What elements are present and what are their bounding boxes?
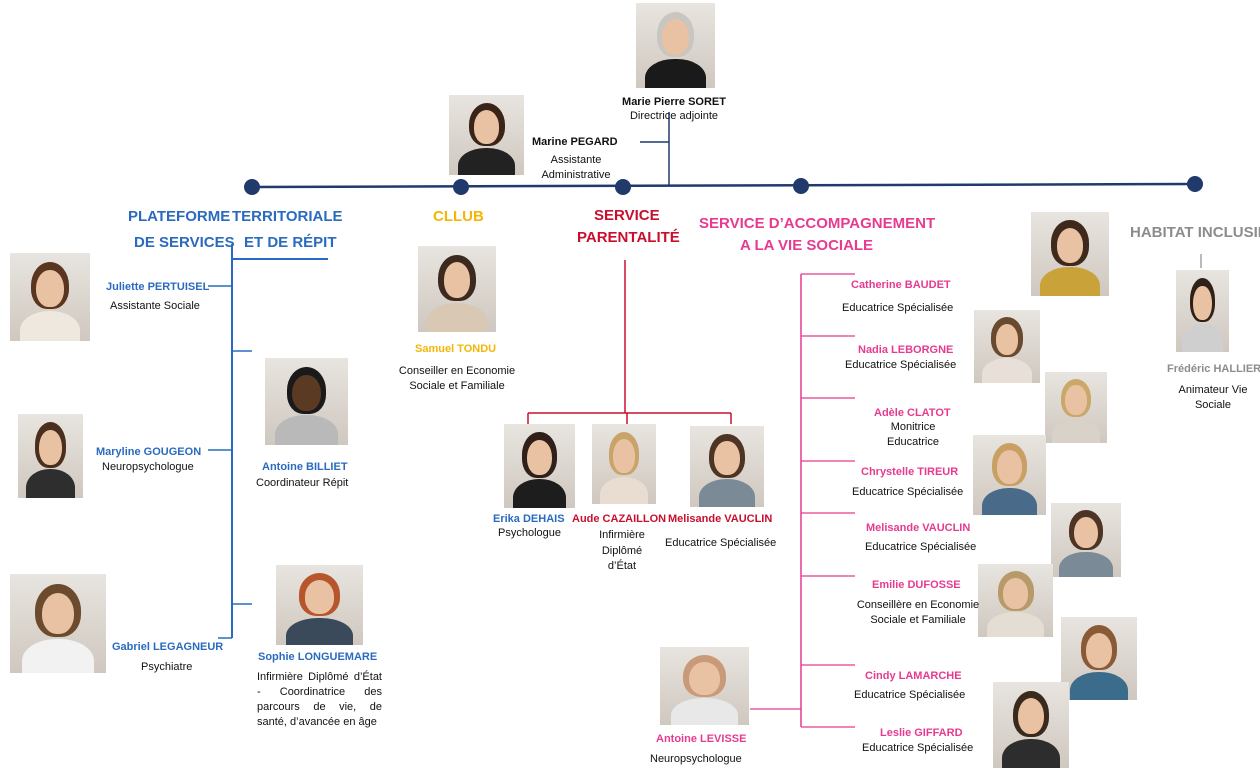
person-name-clatot: Adèle CLATOT xyxy=(874,407,951,419)
node-parentalite xyxy=(615,179,631,195)
heading-savs-2: A LA VIE SOCIALE xyxy=(740,237,874,254)
person-name-tireur: Chrystelle TIREUR xyxy=(861,466,959,478)
person-role-longuemare: Infirmière Diplômé d’État - Coordinatric… xyxy=(257,671,382,728)
person-photo-longuemare xyxy=(276,565,363,645)
person-photo-leborgne xyxy=(974,310,1040,383)
person-photo-clatot xyxy=(1045,372,1107,443)
person-role-clatot-1: Monitrice xyxy=(890,421,936,433)
heading-plateforme-2b: ET DE RÉPIT xyxy=(244,234,337,251)
person-role-vauclin-parentalite: Educatrice Spécialisée xyxy=(665,537,777,549)
person-name-cazaillon: Aude CAZAILLON xyxy=(572,513,667,525)
person-role-levisse: Neuropsychologue xyxy=(650,753,742,765)
person-role-dufosse-1: Conseillère en Economie xyxy=(856,599,980,611)
director-role: Directrice adjointe xyxy=(629,110,719,122)
person-role-giffard: Educatrice Spécialisée xyxy=(862,742,974,754)
person-name-baudet: Catherine BAUDET xyxy=(851,279,951,291)
heading-savs-1: SERVICE D’ACCOMPAGNEMENT xyxy=(699,215,936,232)
heading-plateforme-1a: PLATEFORME xyxy=(128,208,231,225)
person-role-tondu-2: Sociale et Familiale xyxy=(409,380,505,392)
node-cllub xyxy=(453,179,469,195)
heading-habitat: HABITAT INCLUSIF xyxy=(1130,224,1260,241)
node-plateforme xyxy=(244,179,260,195)
director-photo xyxy=(636,3,715,88)
person-role-baudet: Educatrice Spécialisée xyxy=(842,302,954,314)
main-axis-line xyxy=(251,182,1196,189)
person-role-cazaillon-1: Infirmière xyxy=(599,529,645,541)
person-photo-giffard xyxy=(993,682,1069,768)
person-name-vauclin-savs: Melisande VAUCLIN xyxy=(866,522,971,534)
person-role-dufosse-2: Sociale et Familiale xyxy=(870,614,966,626)
person-role-hallier-1: Animateur Vie xyxy=(1178,384,1248,396)
person-photo-vauclin-savs xyxy=(1051,503,1121,577)
person-role-tireur: Educatrice Spécialisée xyxy=(852,486,964,498)
person-name-legagneur: Gabriel LEGAGNEUR xyxy=(112,641,224,653)
heading-plateforme-1b: TERRITORIALE xyxy=(232,208,343,225)
person-name-vauclin-parentalite: Melisande VAUCLIN xyxy=(668,513,773,525)
person-role-billiet: Coordinateur Répit xyxy=(256,477,349,489)
person-photo-gougeon xyxy=(18,414,83,498)
assistant-role-2: Administrative xyxy=(541,169,611,181)
person-role-clatot-2: Educatrice xyxy=(887,436,939,448)
person-name-billiet: Antoine BILLIET xyxy=(262,461,348,473)
person-role-cazaillon-2: Diplômé xyxy=(601,545,643,557)
person-name-leborgne: Nadia LEBORGNE xyxy=(858,344,954,356)
assistant-name: Marine PEGARD xyxy=(532,136,618,148)
person-photo-baudet xyxy=(1031,212,1109,296)
person-photo-cazaillon xyxy=(592,424,656,504)
person-name-dufosse: Emilie DUFOSSE xyxy=(872,579,961,591)
person-photo-tireur xyxy=(973,435,1046,515)
assistant-role-1: Assistante xyxy=(550,154,602,166)
assistant-photo xyxy=(449,95,524,175)
heading-parentalite-2: PARENTALITÉ xyxy=(577,229,680,246)
person-name-hallier: Frédéric HALLIER xyxy=(1167,363,1260,375)
person-role-tondu-1: Conseiller en Economie xyxy=(398,365,516,377)
person-photo-levisse xyxy=(660,647,749,725)
person-role-pertuisel: Assistante Sociale xyxy=(110,300,200,312)
director-name: Marie Pierre SORET xyxy=(622,96,726,108)
person-photo-legagneur xyxy=(10,574,106,673)
person-photo-dufosse xyxy=(978,564,1053,637)
person-role-legagneur: Psychiatre xyxy=(141,661,193,673)
person-photo-pertuisel xyxy=(10,253,90,341)
person-role-lamarche: Educatrice Spécialisée xyxy=(854,689,966,701)
person-name-levisse: Antoine LEVISSE xyxy=(656,733,747,745)
person-role-dehais: Psychologue xyxy=(498,527,561,539)
person-role-gougeon: Neuropsychologue xyxy=(102,461,194,473)
person-photo-billiet xyxy=(265,358,348,445)
person-role-leborgne: Educatrice Spécialisée xyxy=(845,359,957,371)
person-role-cazaillon-3: d’État xyxy=(607,560,637,572)
person-role-hallier-2: Sociale xyxy=(1194,399,1232,411)
person-photo-vauclin-parentalite xyxy=(690,426,764,507)
person-name-pertuisel: Juliette PERTUISEL xyxy=(106,281,210,293)
node-savs xyxy=(793,178,809,194)
heading-parentalite-1: SERVICE xyxy=(594,207,660,224)
heading-plateforme-2a: DE SERVICES xyxy=(134,234,235,251)
heading-cllub: CLLUB xyxy=(433,208,484,225)
person-role-vauclin-savs: Educatrice Spécialisée xyxy=(865,541,977,553)
person-photo-lamarche xyxy=(1061,617,1137,700)
person-name-longuemare: Sophie LONGUEMARE xyxy=(258,651,378,663)
person-photo-dehais xyxy=(504,424,575,508)
person-name-giffard: Leslie GIFFARD xyxy=(880,727,963,739)
person-name-gougeon: Maryline GOUGEON xyxy=(96,446,202,458)
person-photo-tondu xyxy=(418,246,496,332)
person-name-lamarche: Cindy LAMARCHE xyxy=(865,670,962,682)
person-photo-hallier xyxy=(1176,270,1229,352)
person-name-tondu: Samuel TONDU xyxy=(415,343,497,355)
node-habitat xyxy=(1187,176,1203,192)
person-name-dehais: Erika DEHAIS xyxy=(493,513,565,525)
